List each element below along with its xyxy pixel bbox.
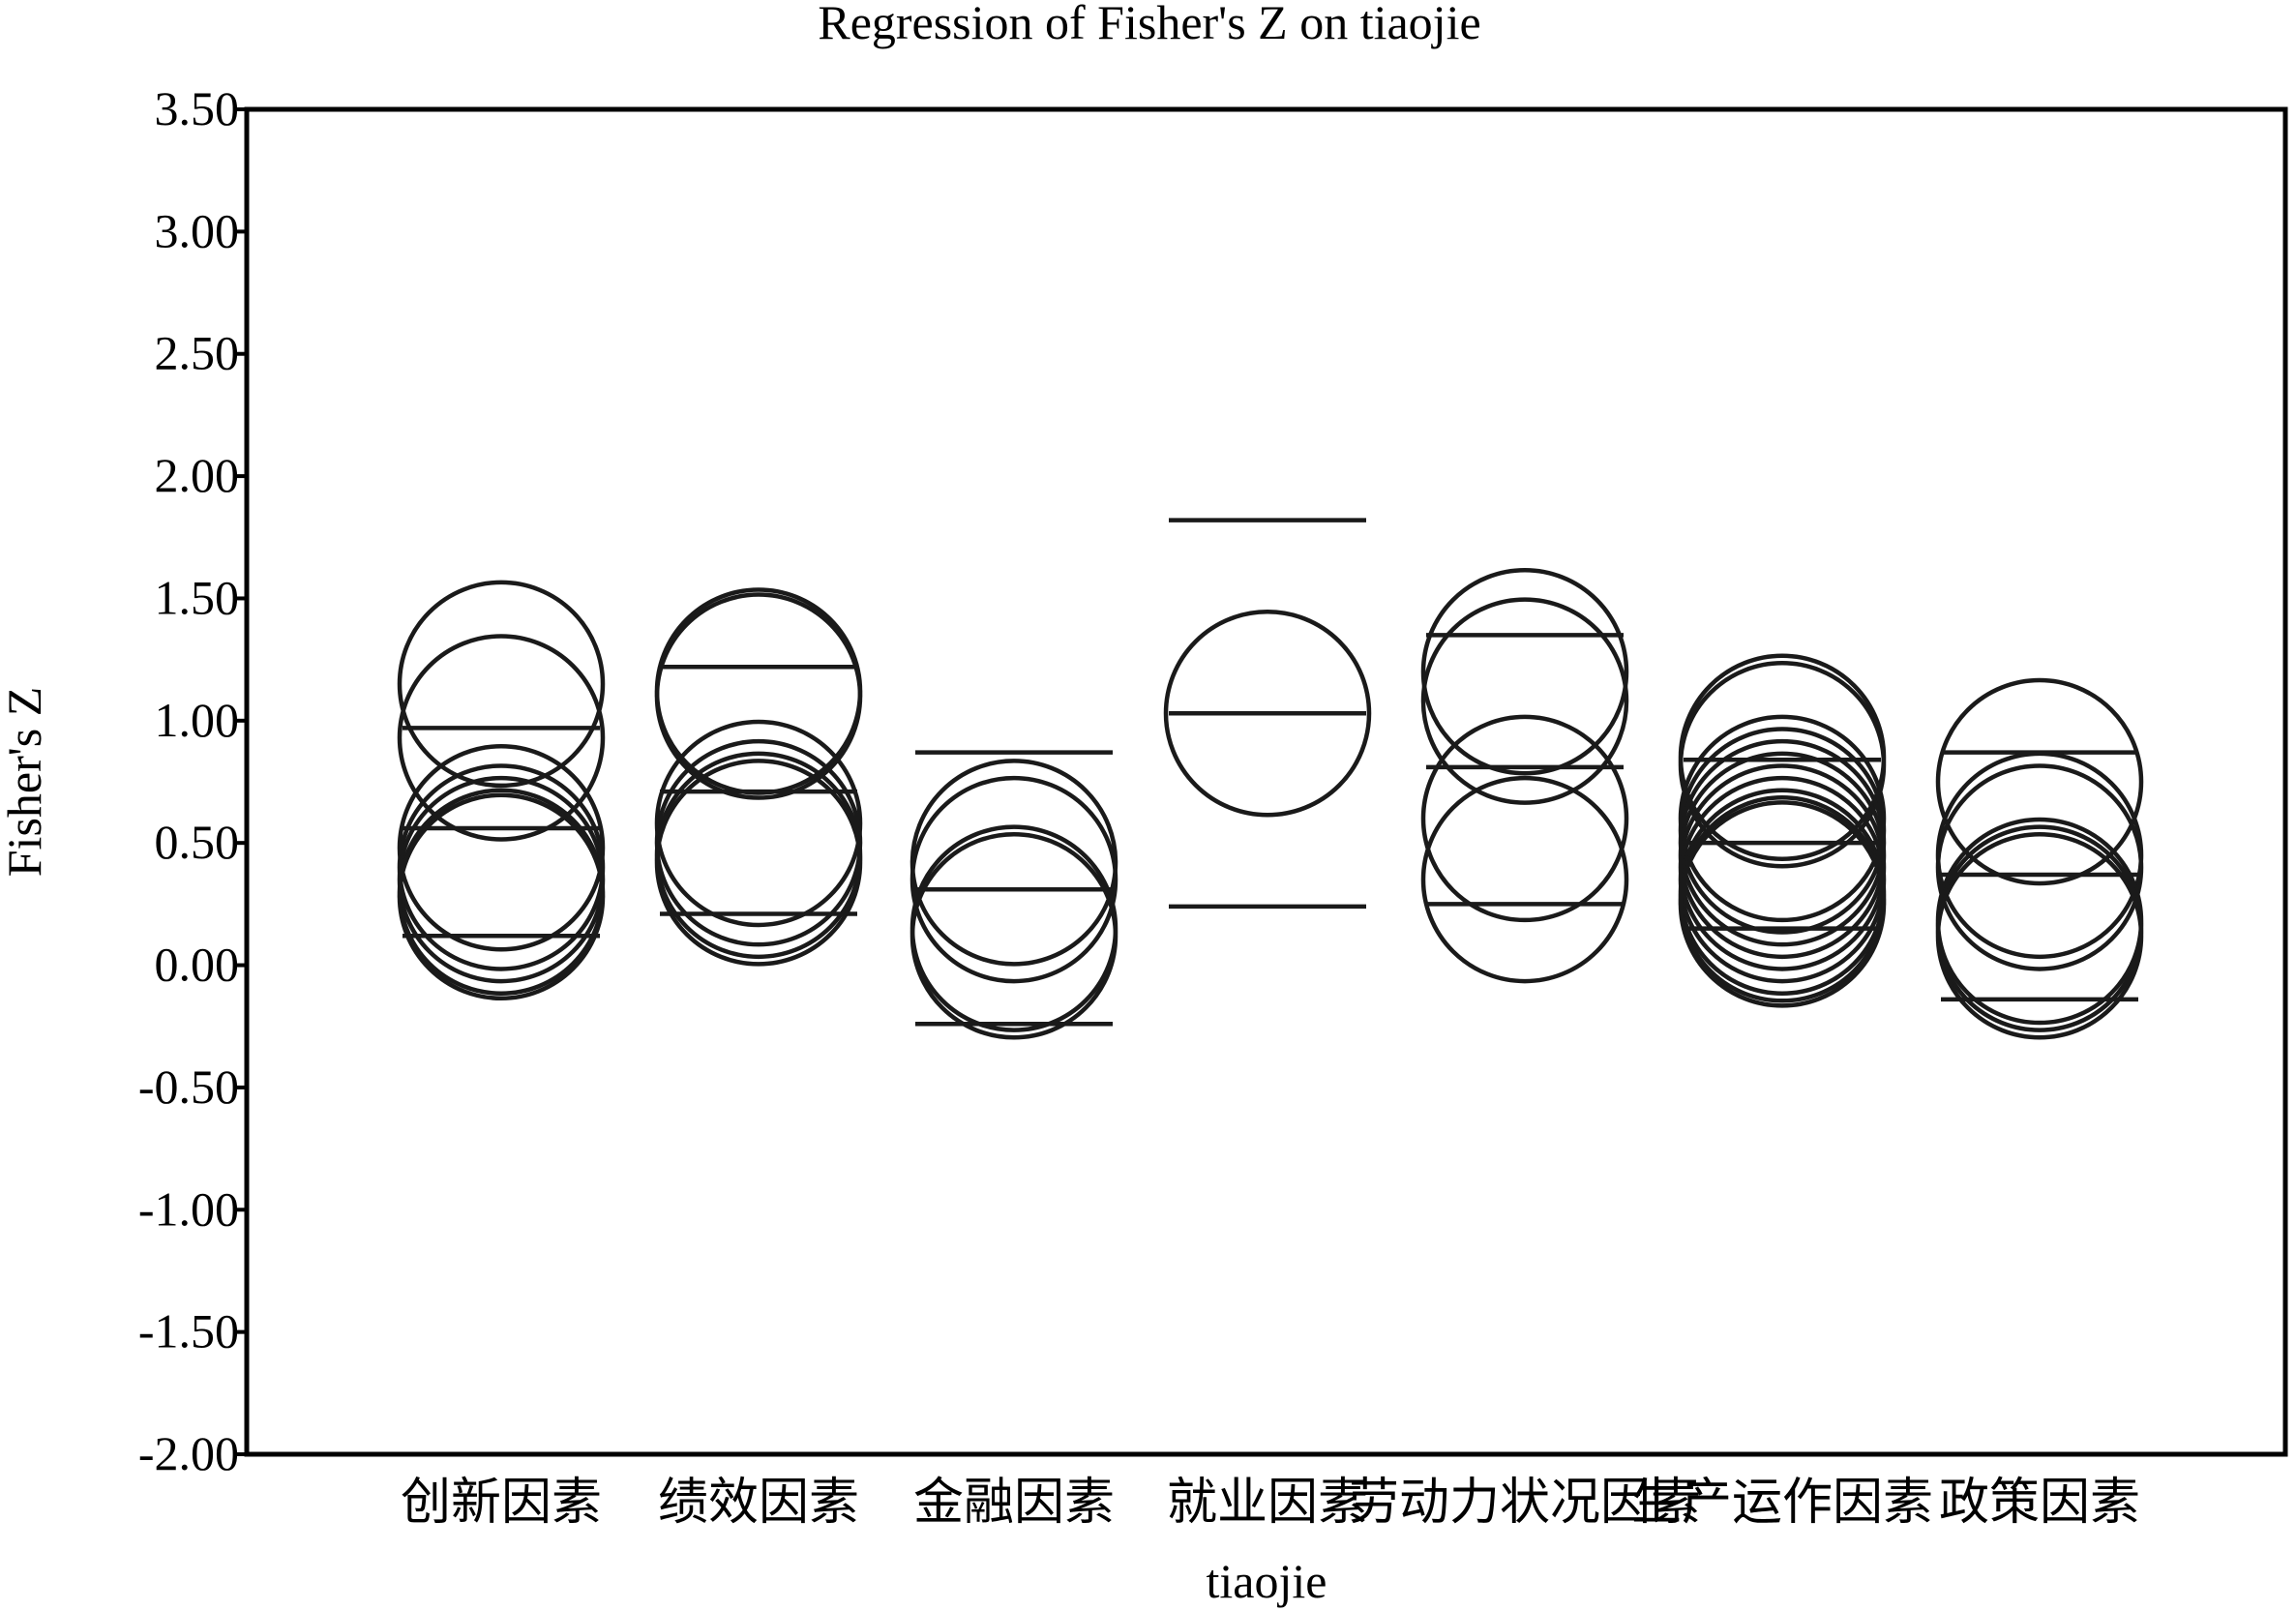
x-tick-label: 金融因素 [913,1474,1115,1532]
category-group [1678,653,1887,1008]
x-tick-label: 绩效因素 [658,1474,859,1532]
study-point [1935,831,2144,1040]
y-tick-label: 2.50 [155,326,240,380]
study-point [1678,800,1887,1008]
plot-area [397,518,2144,1040]
chart-title: Regression of Fisher's Z on tiaojie [818,0,1480,49]
study-point [1420,568,1629,776]
study-point [909,831,1118,1040]
study-point [397,788,606,996]
y-tick-label: -0.50 [138,1059,239,1114]
study-point [1678,661,1887,869]
study-point [1935,677,2144,886]
study-point [397,792,606,1001]
category-group [909,750,1118,1040]
study-point [909,775,1118,984]
y-tick-label: 1.50 [155,570,240,624]
plot-frame [244,106,2288,1457]
x-tick-label: 政策因素 [1939,1474,2140,1532]
y-axis-title: Fisher's Z [0,687,51,878]
study-point [1678,751,1887,960]
study-point [1420,775,1629,984]
y-tick-label: 0.00 [155,938,240,992]
x-tick-label: 就业因素 [1167,1474,1368,1532]
study-point [1935,817,2144,1026]
category-group [1163,518,1372,910]
study-point [397,634,606,842]
study-point [397,580,606,789]
study-point [1420,714,1629,923]
y-tick-label: 2.00 [155,448,240,502]
category-group [397,580,606,1001]
y-axis: 3.50 3.00 2.50 2.00 1.50 1.00 0.50 0.00 -0.50 -1.… [138,81,247,1480]
y-tick-label: 1.00 [155,693,240,747]
y-tick-label: -1.00 [138,1181,239,1236]
study-point [1163,609,1372,818]
x-tick-label: 劳动力状况因素 [1349,1474,1701,1532]
category-group [1420,568,1629,984]
y-tick-label: -1.50 [138,1304,239,1358]
y-tick-label: 0.50 [155,815,240,869]
y-tick-label: -2.00 [138,1426,239,1480]
y-tick-label: 3.00 [155,203,240,257]
study-point [1935,763,2144,971]
study-point [1678,775,1887,984]
y-tick-label: 3.50 [155,81,240,135]
x-axis: 创新因素绩效因素金融因素就业因素劳动力状况因素生产运作因素政策因素 [401,1474,2140,1532]
study-point [654,592,863,800]
category-group [654,587,863,967]
x-tick-label: 创新因素 [401,1474,602,1532]
study-point [654,759,863,967]
x-axis-title: tiaojie [1207,1554,1327,1608]
study-point [909,824,1118,1032]
x-tick-label: 生产运作因素 [1631,1474,1933,1532]
study-point [1420,597,1629,805]
category-group [1935,677,2144,1040]
